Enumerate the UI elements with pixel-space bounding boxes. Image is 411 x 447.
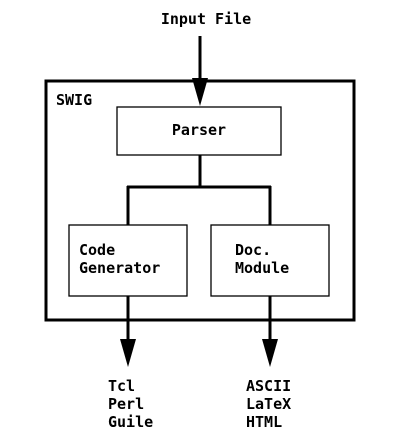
parser-box [116,106,282,156]
output-tcl: Tcl [108,377,135,395]
code-generator-line1: Code [79,241,115,259]
output-perl: Perl [108,395,144,413]
doc-module-line2: Module [235,259,289,277]
input-arrowhead [192,78,208,106]
output-html: HTML [246,413,282,431]
parser-label: Parser [172,121,226,139]
right-output-arrowhead [262,339,278,367]
output-guile: Guile [108,413,153,431]
doc-module-box [210,224,330,297]
output-ascii: ASCII [246,377,291,395]
swig-label: SWIG [56,91,92,109]
code-generator-box [68,224,188,297]
doc-module-line1: Doc. [235,241,271,259]
code-generator-line2: Generator [79,259,160,277]
output-latex: LaTeX [246,395,291,413]
left-output-arrowhead [120,339,136,367]
input-file-label: Input File [161,10,251,28]
